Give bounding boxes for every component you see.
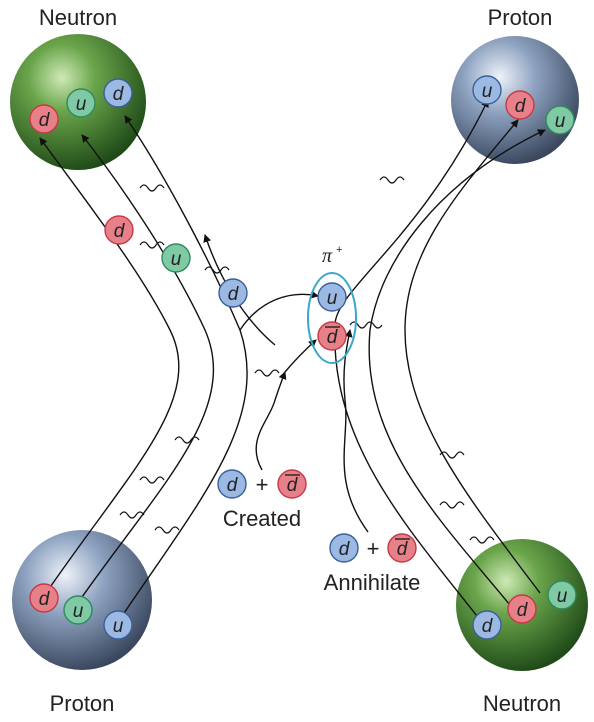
svg-text:u: u <box>327 288 338 309</box>
quark-u: u <box>545 105 575 135</box>
svg-text:d: d <box>228 284 240 305</box>
annihilate-label: Annihilate <box>324 570 421 595</box>
worldline-left-2 <box>74 134 215 608</box>
up-quark-crossing-line <box>239 290 319 331</box>
svg-text:d: d <box>287 475 299 496</box>
neutron-top-label: Neutron <box>39 5 117 30</box>
quark-d: d <box>29 583 59 613</box>
pion-ring <box>307 272 357 364</box>
gluon-wiggle <box>439 501 465 509</box>
worldline-right-2 <box>368 129 546 606</box>
gluon-wiggle <box>439 451 465 459</box>
created-pointer <box>255 371 287 471</box>
created-label: Created <box>223 506 301 531</box>
pion-quark-u: u <box>317 282 347 312</box>
worldline-left-1 <box>39 137 180 597</box>
svg-text:u: u <box>482 81 493 102</box>
svg-text:d: d <box>227 475 239 496</box>
svg-text:d: d <box>39 110 51 131</box>
proton-top-label: Proton <box>488 5 553 30</box>
worldline-right-1 <box>404 119 541 594</box>
quark-u: u <box>472 75 502 105</box>
gluon-wiggle <box>154 526 180 534</box>
quark-d: d <box>505 90 535 120</box>
gluon-wiggle <box>139 184 165 192</box>
gluon-wiggle <box>139 476 165 484</box>
quark-d: d <box>103 78 133 108</box>
svg-text:d: d <box>39 589 51 610</box>
quark-u: u <box>161 243 191 273</box>
svg-text:+: + <box>367 536 380 561</box>
svg-text:u: u <box>73 601 84 622</box>
gluon-wiggle <box>204 266 230 274</box>
svg-text:u: u <box>557 586 568 607</box>
svg-text:u: u <box>113 616 124 637</box>
gluon-wiggle <box>119 511 145 519</box>
svg-text:d: d <box>114 221 126 242</box>
svg-text:d: d <box>397 539 409 560</box>
svg-text:u: u <box>76 94 87 115</box>
quark-d: d <box>218 278 248 308</box>
gluon-wiggle <box>379 176 405 184</box>
svg-text:u: u <box>171 249 182 270</box>
annihilate-pointer <box>343 329 369 533</box>
pion-antiquark-dbar: d <box>317 321 347 351</box>
svg-text:d: d <box>482 616 494 637</box>
quark-u: u <box>66 88 96 118</box>
quark-u: u <box>63 595 93 625</box>
svg-text:u: u <box>555 111 566 132</box>
svg-text:d: d <box>113 84 125 105</box>
svg-text:d: d <box>515 96 527 117</box>
dbar-creation-line <box>284 339 317 373</box>
quark-u: u <box>547 580 577 610</box>
pion-label: π <box>322 245 333 267</box>
svg-text:+: + <box>256 472 269 497</box>
svg-text:d: d <box>517 600 529 621</box>
quark-u: u <box>103 610 133 640</box>
quark-d: d <box>507 594 537 624</box>
neutron-bottom-label: Neutron <box>483 691 561 716</box>
created-pair: d + d <box>217 469 307 499</box>
gluon-wiggle <box>469 536 495 544</box>
gluon-wiggle <box>174 436 200 444</box>
quark-d: d <box>104 215 134 245</box>
gluon-wiggle <box>254 369 280 377</box>
worldline-left-3 <box>117 115 248 623</box>
quark-d: d <box>29 104 59 134</box>
svg-text:d: d <box>339 539 351 560</box>
proton-bottom-label: Proton <box>50 691 115 716</box>
gluon-wiggle <box>139 241 165 249</box>
quark-d: d <box>472 610 502 640</box>
pion-charge: + <box>336 244 342 256</box>
annihilate-pair: d + d <box>329 533 417 563</box>
svg-text:d: d <box>327 327 339 348</box>
